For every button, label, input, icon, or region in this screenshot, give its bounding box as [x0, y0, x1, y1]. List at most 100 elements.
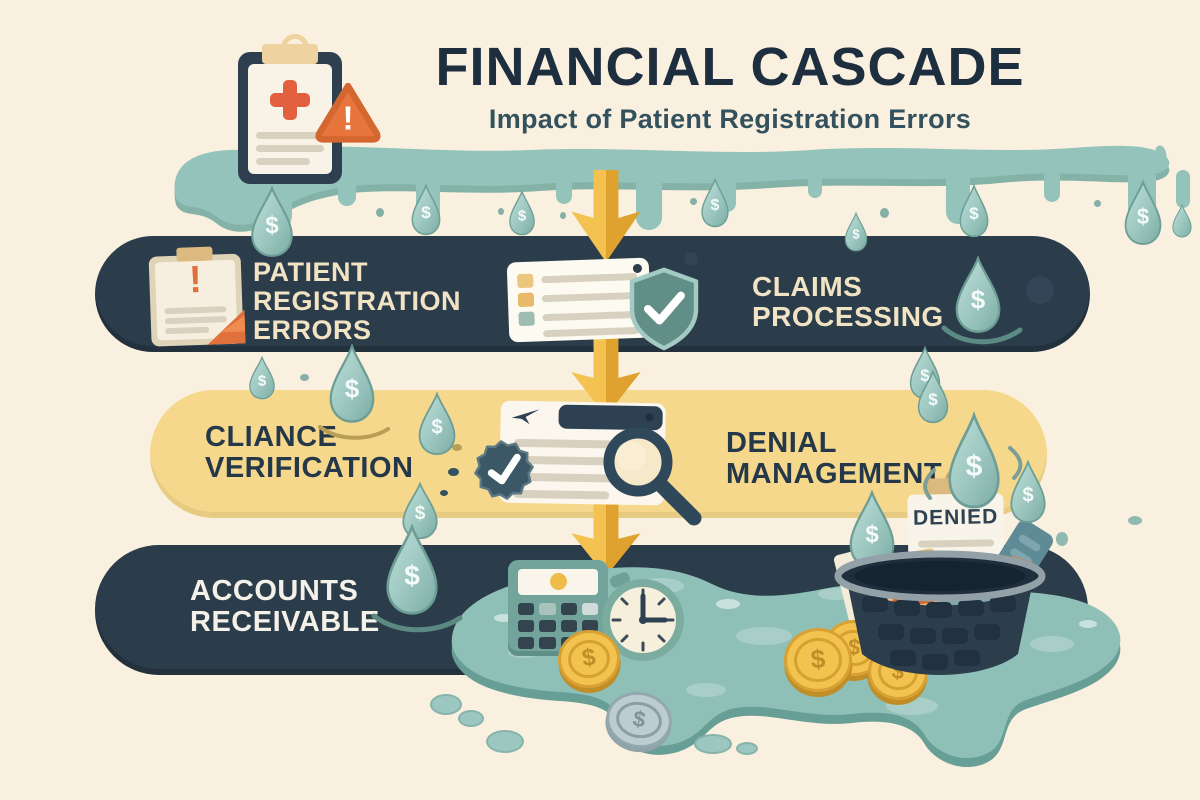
paper-line	[256, 158, 310, 165]
page-subtitle: Impact of Patient Registration Errors	[488, 104, 972, 134]
checklist-bullet	[517, 273, 534, 289]
calculator-key	[518, 603, 535, 615]
dollar-sign: $	[852, 226, 860, 242]
silver-coin-icon: $	[601, 686, 677, 754]
speck	[440, 490, 448, 496]
dollar-sign: $	[710, 197, 720, 214]
dollar-sign: $	[1136, 203, 1150, 229]
speck	[452, 444, 462, 451]
dollar-drop-icon: $	[324, 344, 380, 424]
ripple-swoosh	[318, 425, 390, 440]
plane-glyph-icon	[511, 409, 540, 425]
calculator-key	[518, 620, 535, 632]
speck	[498, 208, 504, 215]
motion-dash	[1008, 446, 1023, 480]
clipboard-clip	[262, 44, 318, 64]
warning-triangle-icon: !	[315, 82, 381, 143]
droplet	[458, 710, 484, 727]
label-line: CLAIMS	[752, 271, 863, 302]
check-icon	[487, 453, 521, 485]
dollar-drop-icon: $	[956, 184, 992, 238]
droplet	[694, 734, 732, 754]
label-patient-registration-errors: PATIENT REGISTRATION ERRORS	[253, 257, 461, 346]
ripple-swoosh	[371, 613, 463, 633]
dollar-drop-icon: $	[698, 178, 732, 228]
calculator-key	[539, 637, 556, 649]
ripple-swoosh	[941, 325, 1023, 345]
dollar-drop-icon: $	[942, 412, 1006, 510]
folded-corner-icon	[207, 309, 246, 345]
label-denial-management: DENIAL MANAGEMENT	[726, 427, 943, 491]
dollar-drop-icon: $	[408, 184, 444, 236]
speck	[690, 198, 697, 205]
dollar-drop-icon: $	[950, 256, 1006, 334]
basket-icon	[834, 550, 1046, 675]
speck	[1128, 516, 1142, 525]
title-block: FINANCIAL CASCADE Impact of Patient Regi…	[400, 40, 1060, 135]
speck	[300, 374, 309, 381]
medical-clipboard-icon: !	[228, 30, 398, 200]
error-exclamation: !	[188, 258, 203, 302]
dollar-sign: $	[421, 203, 431, 223]
droplet	[736, 742, 758, 755]
warning-exclamation: !	[342, 100, 353, 137]
medical-cross-icon	[270, 80, 310, 120]
down-arrow-3	[566, 498, 646, 578]
paper-line	[256, 145, 324, 152]
dollar-drop-icon: $	[842, 212, 870, 252]
calculator-key	[560, 603, 577, 615]
down-arrow-2	[566, 336, 646, 418]
speck	[1094, 200, 1101, 207]
label-line: REGISTRATION	[253, 286, 461, 317]
bar-blotch	[1026, 276, 1054, 304]
checklist-bullet	[517, 292, 535, 308]
label-insurance-verification: CLIANCE VERIFICATION	[205, 421, 414, 485]
label-line: RECEIVABLE	[190, 606, 380, 639]
water-drop-icon	[1170, 204, 1194, 238]
calculator-key	[560, 620, 577, 632]
label-line: VERIFICATION	[205, 452, 414, 485]
seal-check-icon	[474, 440, 534, 500]
check-icon	[644, 291, 685, 325]
speck	[560, 212, 566, 219]
dollar-drop-icon: $	[506, 190, 538, 236]
label-line: MANAGEMENT	[726, 458, 943, 491]
dollar-sign: $	[517, 207, 527, 225]
dollar-sign: $	[404, 559, 420, 591]
dollar-sign: $	[257, 372, 267, 390]
registration-error-clipboard-icon: !	[148, 245, 251, 348]
paper-line	[918, 539, 995, 548]
dollar-drop-icon: $	[914, 370, 952, 424]
motion-dash	[923, 468, 936, 500]
dollar-drop-icon: $	[1006, 460, 1050, 524]
dollar-sign: $	[1022, 484, 1034, 507]
label-line: PATIENT	[253, 257, 368, 287]
page-title: FINANCIAL CASCADE	[435, 37, 1025, 97]
label-line: ACCOUNTS	[190, 575, 359, 607]
dollar-sign: $	[809, 643, 827, 675]
down-arrow-1	[566, 170, 646, 264]
checklist-bullet	[518, 311, 535, 327]
calculator-key	[539, 603, 556, 615]
dollar-sign: $	[414, 503, 426, 525]
calculator-key	[518, 637, 535, 649]
speck	[376, 208, 384, 217]
checklist-line	[541, 272, 638, 284]
dollar-sign: $	[969, 204, 979, 224]
dollar-sign: $	[865, 520, 879, 548]
dollar-sign: $	[265, 212, 279, 240]
dollar-drop-icon: $	[246, 186, 298, 258]
paper-line	[256, 132, 324, 139]
dollar-drop-icon: $	[414, 392, 460, 456]
label-line: ERRORS	[253, 315, 372, 346]
droplet	[486, 730, 524, 753]
bar-blotch	[684, 252, 698, 266]
speck	[880, 208, 889, 218]
magnifier-icon	[603, 427, 702, 526]
speck	[448, 468, 459, 476]
dollar-drop-icon: $	[246, 356, 278, 400]
calculator-key	[581, 603, 598, 615]
dollar-sign: $	[928, 390, 938, 410]
dollar-sign: $	[431, 416, 443, 439]
